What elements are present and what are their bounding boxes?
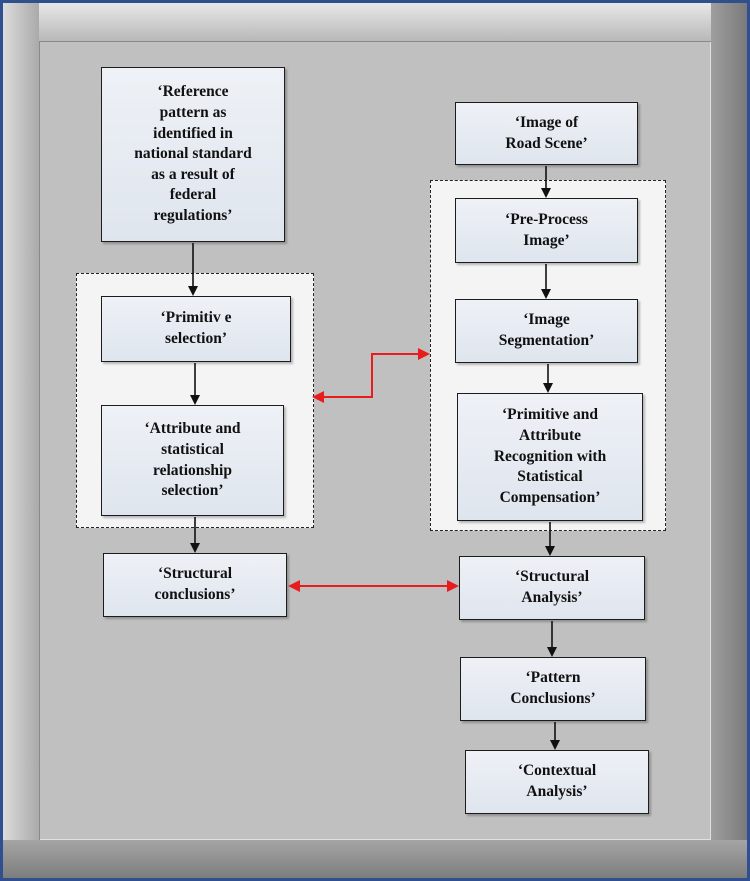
frame-bevel-bottom (3, 840, 747, 878)
link-arrows (288, 348, 459, 592)
reference-pattern-node: ‘Reference pattern as identified in nati… (101, 67, 285, 242)
structural-analysis-node: ‘Structural Analysis’ (459, 556, 645, 620)
pre-process-node: ‘Pre-Process Image’ (455, 198, 638, 263)
structural-conclusions-node: ‘Structural conclusions’ (103, 553, 287, 617)
flow-arrows (188, 166, 560, 750)
link-groups-bidirectional (312, 348, 430, 403)
image-road-scene-node: ‘Image of Road Scene’ (455, 102, 638, 165)
image-segmentation-node: ‘Image Segmentation’ (455, 299, 638, 363)
frame-bevel-left (3, 3, 39, 878)
primitive-attribute-recognition-node: ‘Primitive and Attribute Recognition wit… (457, 393, 643, 521)
pattern-conclusions-node: ‘Pattern Conclusions’ (460, 657, 646, 721)
frame-bevel-top (3, 3, 747, 41)
attribute-selection-node: ‘Attribute and statistical relationship … (101, 405, 284, 516)
contextual-analysis-node: ‘Contextual Analysis’ (465, 750, 649, 814)
primitive-selection-node: ‘Primitiv e selection’ (101, 296, 291, 362)
frame-bevel-right (711, 3, 747, 878)
